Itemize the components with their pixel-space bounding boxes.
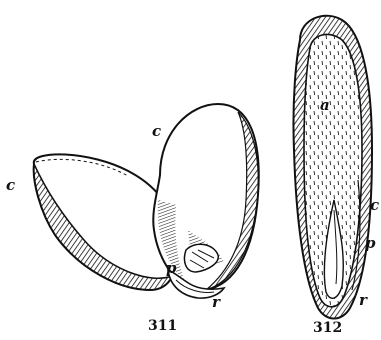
label-plumule: p	[166, 259, 177, 277]
label-radicle: r	[212, 293, 221, 311]
figure-311: c c p r 311	[6, 104, 259, 334]
figure-number-311: 311	[148, 318, 177, 334]
figure-312: a c p r 312	[293, 16, 379, 335]
label-albumen: a	[320, 96, 330, 114]
figure-number-312: 312	[313, 320, 342, 335]
label-cotyledon-left: c	[6, 176, 15, 194]
label-cotyledon: c	[370, 196, 379, 214]
label-plumule-312: p	[365, 234, 376, 252]
seed-shape	[293, 16, 372, 319]
label-cotyledon-right: c	[152, 122, 161, 140]
label-radicle-312: r	[359, 291, 368, 309]
